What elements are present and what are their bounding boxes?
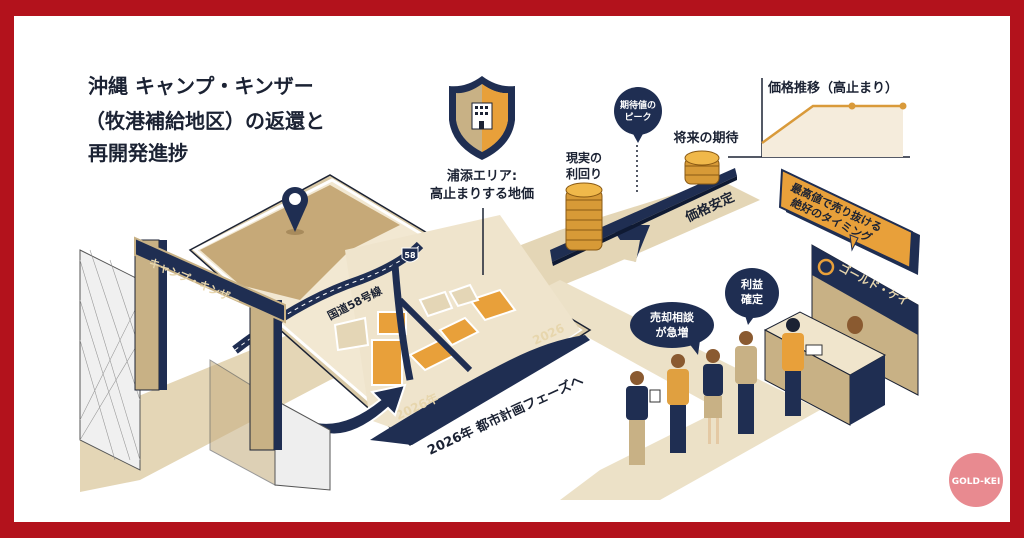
profit-label-2: 確定 — [741, 292, 763, 306]
seesaw-balance — [550, 145, 737, 266]
person — [626, 371, 661, 465]
urasoe-label-2: 高止まりする地価 — [430, 186, 534, 202]
peak-bubble: 期待値の ピーク — [614, 87, 662, 143]
title-line-1: 沖縄 キャンプ・キンザー — [88, 74, 314, 98]
price-trend-chart: 価格推移（高止まり） — [728, 78, 910, 158]
consult-label-1: 売却相談 — [650, 310, 695, 324]
route-shield-icon: 58 — [401, 247, 419, 263]
profit-label-1: 利益 — [741, 277, 763, 291]
location-pin-icon — [282, 187, 308, 235]
peak-label-1: 期待値の — [620, 99, 656, 111]
price-trend-title: 価格推移（高止まり） — [767, 80, 898, 96]
title-line-2: （牧港補給地区）の返還と — [85, 109, 325, 133]
person — [782, 318, 823, 416]
coin-stack-icon — [684, 150, 720, 185]
shop-logo-g-icon — [817, 258, 835, 276]
route-shield-number: 58 — [404, 251, 416, 260]
urasoe-label-1: 浦添エリア: — [447, 168, 517, 184]
consult-bubble: 売却相談 が急増 — [630, 302, 714, 355]
title-line-3: 再開発進捗 — [88, 141, 188, 165]
future-label: 将来の期待 — [673, 130, 738, 146]
person — [703, 349, 723, 444]
person — [667, 354, 689, 453]
peak-label-2: ピーク — [624, 111, 651, 123]
shield-building-icon — [449, 76, 515, 160]
gold-kei-logo: GOLD-KEI — [949, 453, 1003, 507]
real-yield-label-1: 現実の — [566, 150, 602, 165]
customer-queue — [626, 318, 823, 465]
logo-text: GOLD-KEI — [952, 477, 1001, 487]
profit-bubble: 利益 確定 — [725, 268, 779, 325]
redevelopment-map: 2026 2026年 国道58号線 58 2026年 都市計画フェーズへ — [188, 174, 592, 459]
coin-stack-icon — [565, 182, 603, 251]
real-yield-label-2: 利回り — [566, 166, 602, 181]
consult-label-2: が急増 — [656, 325, 689, 339]
person — [735, 331, 757, 434]
